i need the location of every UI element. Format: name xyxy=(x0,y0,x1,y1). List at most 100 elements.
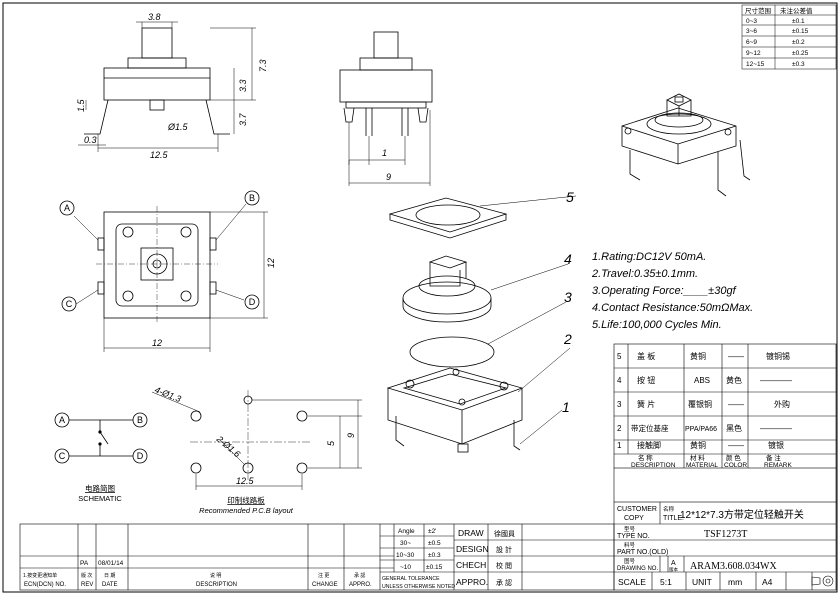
angle-r1c0: 10~30 xyxy=(396,552,415,559)
bom-r4-remark: 镀银 xyxy=(768,440,784,450)
angle-r1c1: ±0.3 xyxy=(428,552,441,559)
angle-h0: Angle xyxy=(398,528,415,535)
bom-r2-remark: 外购 xyxy=(774,399,790,409)
bom-r3-remark: ———— xyxy=(760,424,792,433)
rev-date-cn: 日 期 xyxy=(104,573,115,579)
bom-r4-color: —— xyxy=(728,441,744,450)
tolerance-table xyxy=(741,4,837,70)
pcb-dim-5: 5 xyxy=(326,440,336,446)
dim-9: 9 xyxy=(386,172,391,182)
rev-desc-cn: 说 明 xyxy=(210,572,221,579)
appr-draw-label: DRAW xyxy=(458,528,484,538)
front-view xyxy=(78,21,256,152)
rev-change-en: CHANGE xyxy=(312,582,338,588)
projection-symbol-icon xyxy=(811,575,834,587)
side-view xyxy=(339,31,433,186)
tol-r0c1: ±0.1 xyxy=(792,18,805,25)
bottom-tables xyxy=(19,523,615,591)
tb-drawing-cn: 图号 xyxy=(624,557,636,565)
tb-part-label: PART NO.(OLD) xyxy=(617,549,668,556)
part-2-base xyxy=(386,347,571,453)
tol-note-2: UNLESS OTHERWISE NOTED xyxy=(382,584,455,590)
dim-3-7: 3.7 xyxy=(238,112,248,126)
bom-h-cn-mat: 材 料 xyxy=(690,453,705,462)
pcb-holes-b: 2-Ø1.6 xyxy=(214,433,242,459)
tol-r2c0: 6~9 xyxy=(746,39,757,46)
appr-design-label: DESIGN xyxy=(456,544,489,554)
bom-r4-name: 接触脚 xyxy=(637,440,661,450)
part-1-pin xyxy=(519,409,563,445)
iso-assembled xyxy=(621,93,751,197)
rev-change-cn: 注 更 xyxy=(318,572,329,579)
bom-table xyxy=(613,343,837,469)
sch-label-b: B xyxy=(137,415,143,425)
tol-r4c1: ±0.3 xyxy=(792,61,805,68)
tb-copy: COPY xyxy=(624,515,644,522)
dim-12-vert: 12 xyxy=(266,258,276,268)
bom-r2-color: —— xyxy=(728,400,744,409)
sch-label-c: C xyxy=(59,451,66,461)
appr-design-value: 設 計 xyxy=(496,545,512,554)
pin-label-b: B xyxy=(249,193,255,203)
dim-1-5: 1.5 xyxy=(76,98,86,112)
bom-r0-remark: 镀铜锡 xyxy=(766,351,790,361)
bom-r1-name: 按 钮 xyxy=(637,375,655,385)
appr-appro-label: APPRO. xyxy=(456,577,488,587)
angle-r0c0: 30~ xyxy=(400,540,411,547)
tol-r1c0: 3~6 xyxy=(746,28,757,35)
bom-r0-no: 5 xyxy=(617,352,622,361)
bom-h-cn-color: 颜 色 xyxy=(726,453,741,462)
part-number-3: 3 xyxy=(564,289,572,305)
part-4-button xyxy=(402,255,569,323)
tol-r3c1: ±0.25 xyxy=(792,50,809,57)
pin-label-c: C xyxy=(66,299,73,309)
tb-unit-label: UNIT xyxy=(692,577,712,587)
appr-check-value: 校 閲 xyxy=(496,561,512,570)
dim-1: 1 xyxy=(382,148,387,158)
part-number-2: 2 xyxy=(563,331,572,347)
bom-h-cn-remark: 备 注 xyxy=(766,453,781,462)
dim-12-5: 12.5 xyxy=(150,150,169,160)
part-3-dome xyxy=(409,301,567,368)
spec-contact-resistance: 4.Contact Resistance:50mΩMax. xyxy=(592,302,754,314)
rev-value: PA xyxy=(80,560,89,567)
bom-r0-name: 盖 板 xyxy=(637,351,655,361)
dim-3-8: 3.8 xyxy=(148,12,161,22)
pcb-layout xyxy=(151,390,362,490)
bom-h-en-desc: DESCRIPTION xyxy=(631,462,676,469)
tol-h1: 尺寸范围 xyxy=(745,6,771,15)
schematic-title-cn: 电路简图 xyxy=(85,483,115,493)
appr-appro-value: 承 認 xyxy=(496,578,512,587)
dim-0-3: 0.3 xyxy=(84,135,97,145)
tb-unit-value: mm xyxy=(728,577,742,587)
bom-r2-no: 3 xyxy=(617,400,622,409)
tol-r2c1: ±0.2 xyxy=(792,39,805,46)
tb-title-cn: 名称 xyxy=(663,505,675,513)
dim-7-3: 7.3 xyxy=(258,59,268,72)
schematic-title-en: SCHEMATIC xyxy=(78,494,122,503)
bom-r1-no: 4 xyxy=(617,376,622,385)
angle-r0c1: ±0.5 xyxy=(428,540,441,547)
tol-note-1: GENERAL TOLERANCE xyxy=(382,576,440,582)
bom-r3-name: 带定位基座 xyxy=(631,423,669,433)
tb-type-value: TSF1273T xyxy=(704,529,747,540)
bom-r3-color: 黑色 xyxy=(726,423,742,433)
rev-appro-en: APPRO. xyxy=(349,582,372,588)
tol-h2: 未注公差值 xyxy=(780,6,813,15)
tol-r3c0: 9~12 xyxy=(746,50,761,57)
sch-label-a: A xyxy=(59,415,65,425)
bom-h-en-color: COLOR xyxy=(724,462,747,469)
tb-title-label: TITLE: xyxy=(663,515,684,522)
bom-r3-mat: PPA/PA66 xyxy=(685,426,717,433)
rev-desc-en: DESCRIPTION xyxy=(196,582,237,588)
dim-3-3: 3.3 xyxy=(238,79,248,92)
appr-check-label: CHECH xyxy=(456,560,486,570)
bom-r2-mat: 覆银铜 xyxy=(688,399,712,409)
bom-r1-mat: ABS xyxy=(694,376,710,385)
tb-drawing-value: ARAM3.608.034WX xyxy=(690,561,777,572)
tol-r4c0: 12~15 xyxy=(746,61,765,68)
part-number-4: 4 xyxy=(564,251,572,267)
title-block xyxy=(613,501,837,591)
